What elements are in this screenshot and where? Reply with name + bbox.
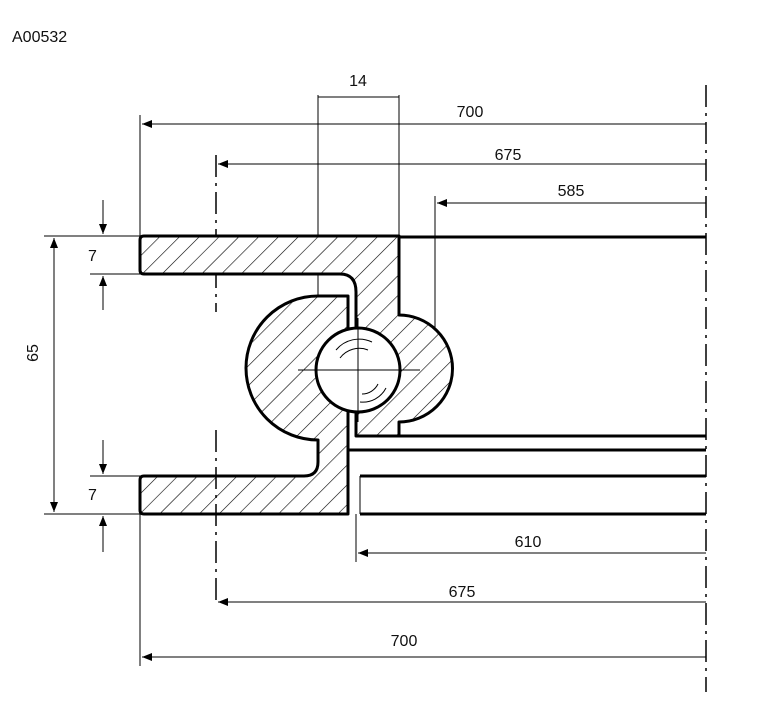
- outer-top-dimension-label: 700: [457, 104, 484, 121]
- ball-shading-arc-4: [361, 383, 379, 395]
- flange-top-label: 7: [88, 248, 97, 265]
- hole-circle-top-dimension-label: 675: [495, 147, 522, 164]
- outer-bottom-dimension-label: 700: [391, 633, 418, 650]
- ball-shading-arc-2: [339, 347, 369, 359]
- height-dimension-label: 65: [25, 344, 42, 362]
- hole-circle-bottom-dimension-label: 675: [449, 584, 476, 601]
- ball-shading-arc-1: [335, 338, 373, 351]
- gap-dimension-label: 14: [349, 73, 367, 90]
- inner-top-dimension-label: 585: [558, 183, 585, 200]
- flange-bottom-label: 7: [88, 487, 97, 504]
- inner-bottom-dimension-label: 610: [515, 534, 542, 551]
- inner-ring-section: [138, 294, 350, 516]
- ball-shading-arc-3: [359, 387, 387, 403]
- drawing-code: A00532: [12, 29, 67, 46]
